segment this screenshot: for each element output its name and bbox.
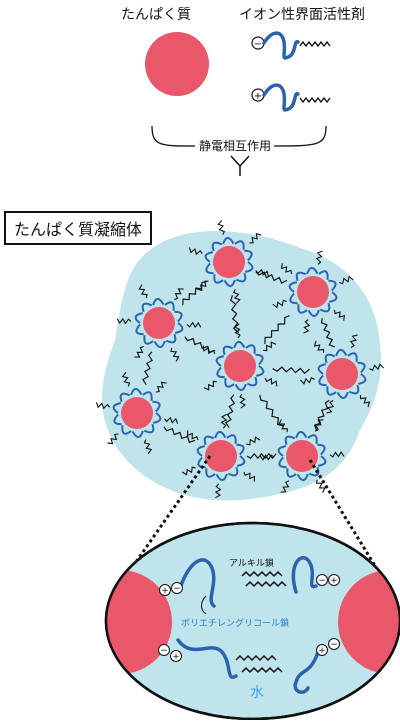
protein-core	[326, 358, 358, 390]
protein-sphere	[145, 32, 209, 96]
svg-text:−: −	[254, 39, 262, 50]
complex-unit	[300, 334, 384, 414]
protein-core	[297, 276, 329, 308]
complex-unit	[259, 419, 345, 493]
svg-text:+: +	[330, 576, 338, 586]
protein-core	[121, 397, 153, 429]
arrow-icon	[230, 155, 250, 176]
complex-unit	[272, 250, 354, 334]
zoom-alkyl-chains	[235, 570, 287, 674]
svg-text:−: −	[330, 640, 338, 650]
surfactant-label: イオン性界面活性剤	[239, 7, 365, 23]
complex-unit	[181, 413, 261, 499]
surfactant-negative: −	[251, 31, 331, 60]
svg-text:+: +	[318, 646, 326, 656]
zoom-protein-left	[106, 570, 172, 674]
interaction-label: 静電相互作用	[196, 137, 275, 154]
condensate-label: たんぱく質凝縮体	[4, 211, 153, 245]
protein-core	[205, 440, 237, 472]
water-label: 水	[250, 685, 264, 701]
complex-unit	[188, 220, 270, 304]
complex-unit	[202, 323, 278, 409]
svg-text:+: +	[254, 91, 262, 102]
surfactant-positive: +	[251, 83, 331, 112]
charge-pairs: + − − + − + + −	[158, 574, 340, 662]
zoom-chain-top-left	[176, 556, 320, 694]
svg-text:+: +	[161, 586, 169, 596]
protein-core	[286, 440, 318, 472]
alkyl-chain-label: アルキル鎖	[229, 559, 274, 569]
zoom-protein-right	[338, 570, 400, 674]
svg-text:−: −	[318, 576, 326, 586]
svg-text:−: −	[160, 646, 168, 656]
svg-text:+: +	[172, 652, 180, 662]
protein-core	[143, 307, 175, 339]
complex-unit	[116, 284, 202, 362]
peg-chain-label: ポリエチレングリコール鎖	[181, 619, 290, 629]
interaction-bracket	[151, 125, 327, 147]
protein-core	[213, 246, 245, 278]
protein-label: たんぱく質	[121, 7, 191, 23]
complex-unit	[95, 372, 179, 454]
protein-core	[224, 350, 256, 382]
svg-text:−: −	[173, 584, 181, 594]
